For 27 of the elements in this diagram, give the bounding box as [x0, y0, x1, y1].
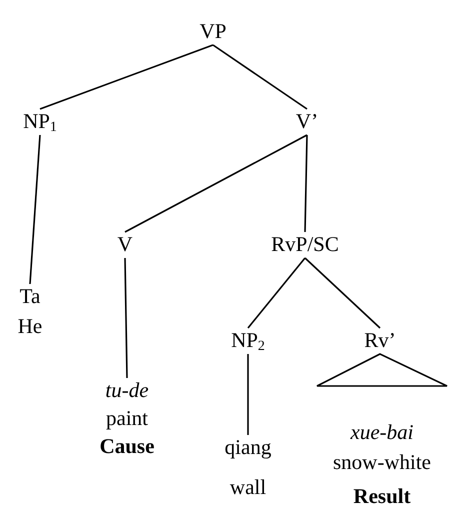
tree-branch	[124, 258, 128, 378]
gloss-text: paint	[105, 406, 149, 430]
gloss-text: He	[16, 314, 44, 338]
category-label: Rv’	[363, 328, 397, 352]
gloss-text: snow-white	[332, 450, 432, 474]
tree-branch	[124, 134, 308, 233]
gloss-text: Ta	[18, 284, 42, 308]
category-label: V	[116, 232, 134, 256]
triangle-branch	[316, 353, 448, 387]
gloss-text: xue-bai	[349, 420, 414, 444]
category-label: VP	[198, 19, 228, 43]
tree-branch	[304, 257, 381, 329]
tree-branch	[304, 134, 308, 232]
tree-branch	[247, 258, 306, 328]
tree-branch	[212, 44, 308, 110]
gloss-text: tu-de	[104, 378, 150, 402]
gloss-text: qiang	[224, 435, 272, 459]
gloss-text: Result	[352, 484, 412, 508]
tree-branch	[40, 44, 214, 110]
category-label: RvP/SC	[270, 232, 340, 256]
gloss-text: wall	[228, 475, 268, 499]
tree-branch	[29, 134, 41, 284]
gloss-text: Cause	[98, 434, 156, 458]
category-label: NP$_{2}$	[230, 328, 266, 352]
tree-branch	[247, 354, 249, 435]
category-label: V’	[294, 109, 320, 133]
category-label: NP$_{1}$	[22, 109, 58, 133]
